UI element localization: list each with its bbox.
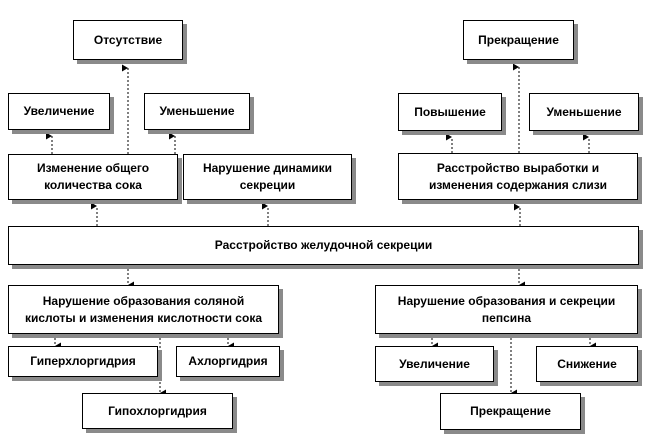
node-acid: Нарушение образования соляной кислоты и … — [8, 285, 279, 334]
node-acid-label: Нарушение образования соляной кислоты и … — [25, 293, 262, 325]
node-left-increase: Увеличение — [8, 93, 110, 130]
node-left-increase-label: Увеличение — [23, 104, 95, 118]
node-absence-label: Отсутствие — [93, 32, 163, 47]
node-bottom-cessation: Прекращение — [440, 393, 581, 430]
node-total-change: Изменение общего количества сока — [8, 154, 178, 200]
node-center-label: Расстройство желудочной секреции — [214, 238, 433, 252]
node-right-decrease-label: Уменьшение — [546, 104, 622, 119]
node-right-increase-label: Увеличение — [399, 356, 470, 371]
node-rise: Повышение — [398, 93, 502, 131]
node-hypo-label: Гипохлоргидрия — [108, 403, 207, 418]
node-pepsin: Нарушение образования и секреции пепсина — [375, 285, 638, 334]
node-rise-label: Повышение — [414, 104, 486, 119]
node-right-cessation: Прекращение — [463, 20, 574, 60]
node-achlor: Ахлоргидрия — [176, 346, 280, 377]
node-bottom-cessation-label: Прекращение — [470, 404, 551, 418]
node-mucus: Расстройство выработки и изменения содер… — [398, 153, 638, 200]
node-pepsin-label: Нарушение образования и секреции пепсина — [397, 293, 616, 325]
node-total-change-label: Изменение общего количества сока — [36, 161, 150, 192]
node-left-decrease: Уменьшение — [144, 93, 250, 130]
node-right-decrease: Уменьшение — [529, 93, 639, 131]
node-dynamics-label: Нарушение динамики секреции — [202, 161, 333, 192]
node-right-increase: Увеличение — [375, 346, 494, 382]
node-hypo: Гипохлоргидрия — [82, 393, 233, 429]
node-achlor-label: Ахлоргидрия — [188, 354, 268, 368]
node-absence: Отсутствие — [73, 20, 183, 60]
node-hyper: Гиперхлоргидрия — [8, 346, 158, 377]
node-hyper-label: Гиперхлоргидрия — [30, 354, 136, 368]
node-dynamics: Нарушение динамики секреции — [183, 154, 352, 200]
node-reduction-label: Снижение — [557, 356, 617, 371]
node-reduction: Снижение — [536, 346, 638, 382]
node-center: Расстройство желудочной секреции — [8, 226, 639, 265]
node-left-decrease-label: Уменьшение — [159, 104, 235, 118]
node-right-cessation-label: Прекращение — [478, 32, 559, 47]
node-mucus-label: Расстройство выработки и изменения содер… — [428, 160, 608, 192]
